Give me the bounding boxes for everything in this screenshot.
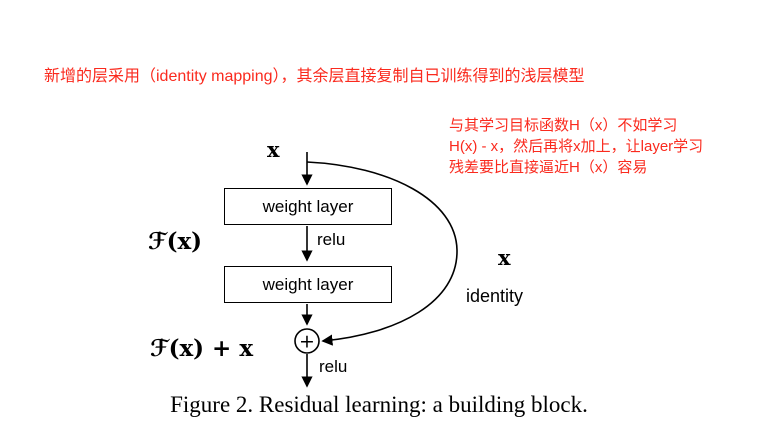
side-annotation-line-3: 残差要比直接逼近H（x）容易 [449, 159, 648, 176]
sum-output-label: ℱ(x) + x [150, 335, 254, 362]
top-annotation: 新增的层采用（identity mapping），其余层直接复制自已训练得到的浅… [44, 68, 585, 85]
sum-node [294, 328, 320, 354]
identity-x-label: x [498, 245, 511, 270]
relu-label-2: relu [319, 357, 348, 376]
side-annotation: 与其学习目标函数H（x）不如学习 H(x) - x，然后再将x加上，让layer… [449, 115, 703, 178]
identity-label: identity [466, 286, 524, 306]
side-annotation-line-1: 与其学习目标函数H（x）不如学习 [449, 117, 678, 134]
residual-function-label: ℱ(x) [148, 228, 203, 255]
skip-connection-arc [306, 161, 458, 346]
weight-layer-1-box: weight layer [224, 188, 392, 225]
weight-layer-2-box: weight layer [224, 266, 392, 303]
relu-label-1: relu [317, 230, 346, 249]
side-annotation-line-2: H(x) - x，然后再将x加上，让layer学习 [449, 138, 704, 155]
input-x-label: x [267, 137, 280, 162]
figure-caption: Figure 2. Residual learning: a building … [170, 392, 588, 417]
plus-icon: + [299, 331, 315, 353]
